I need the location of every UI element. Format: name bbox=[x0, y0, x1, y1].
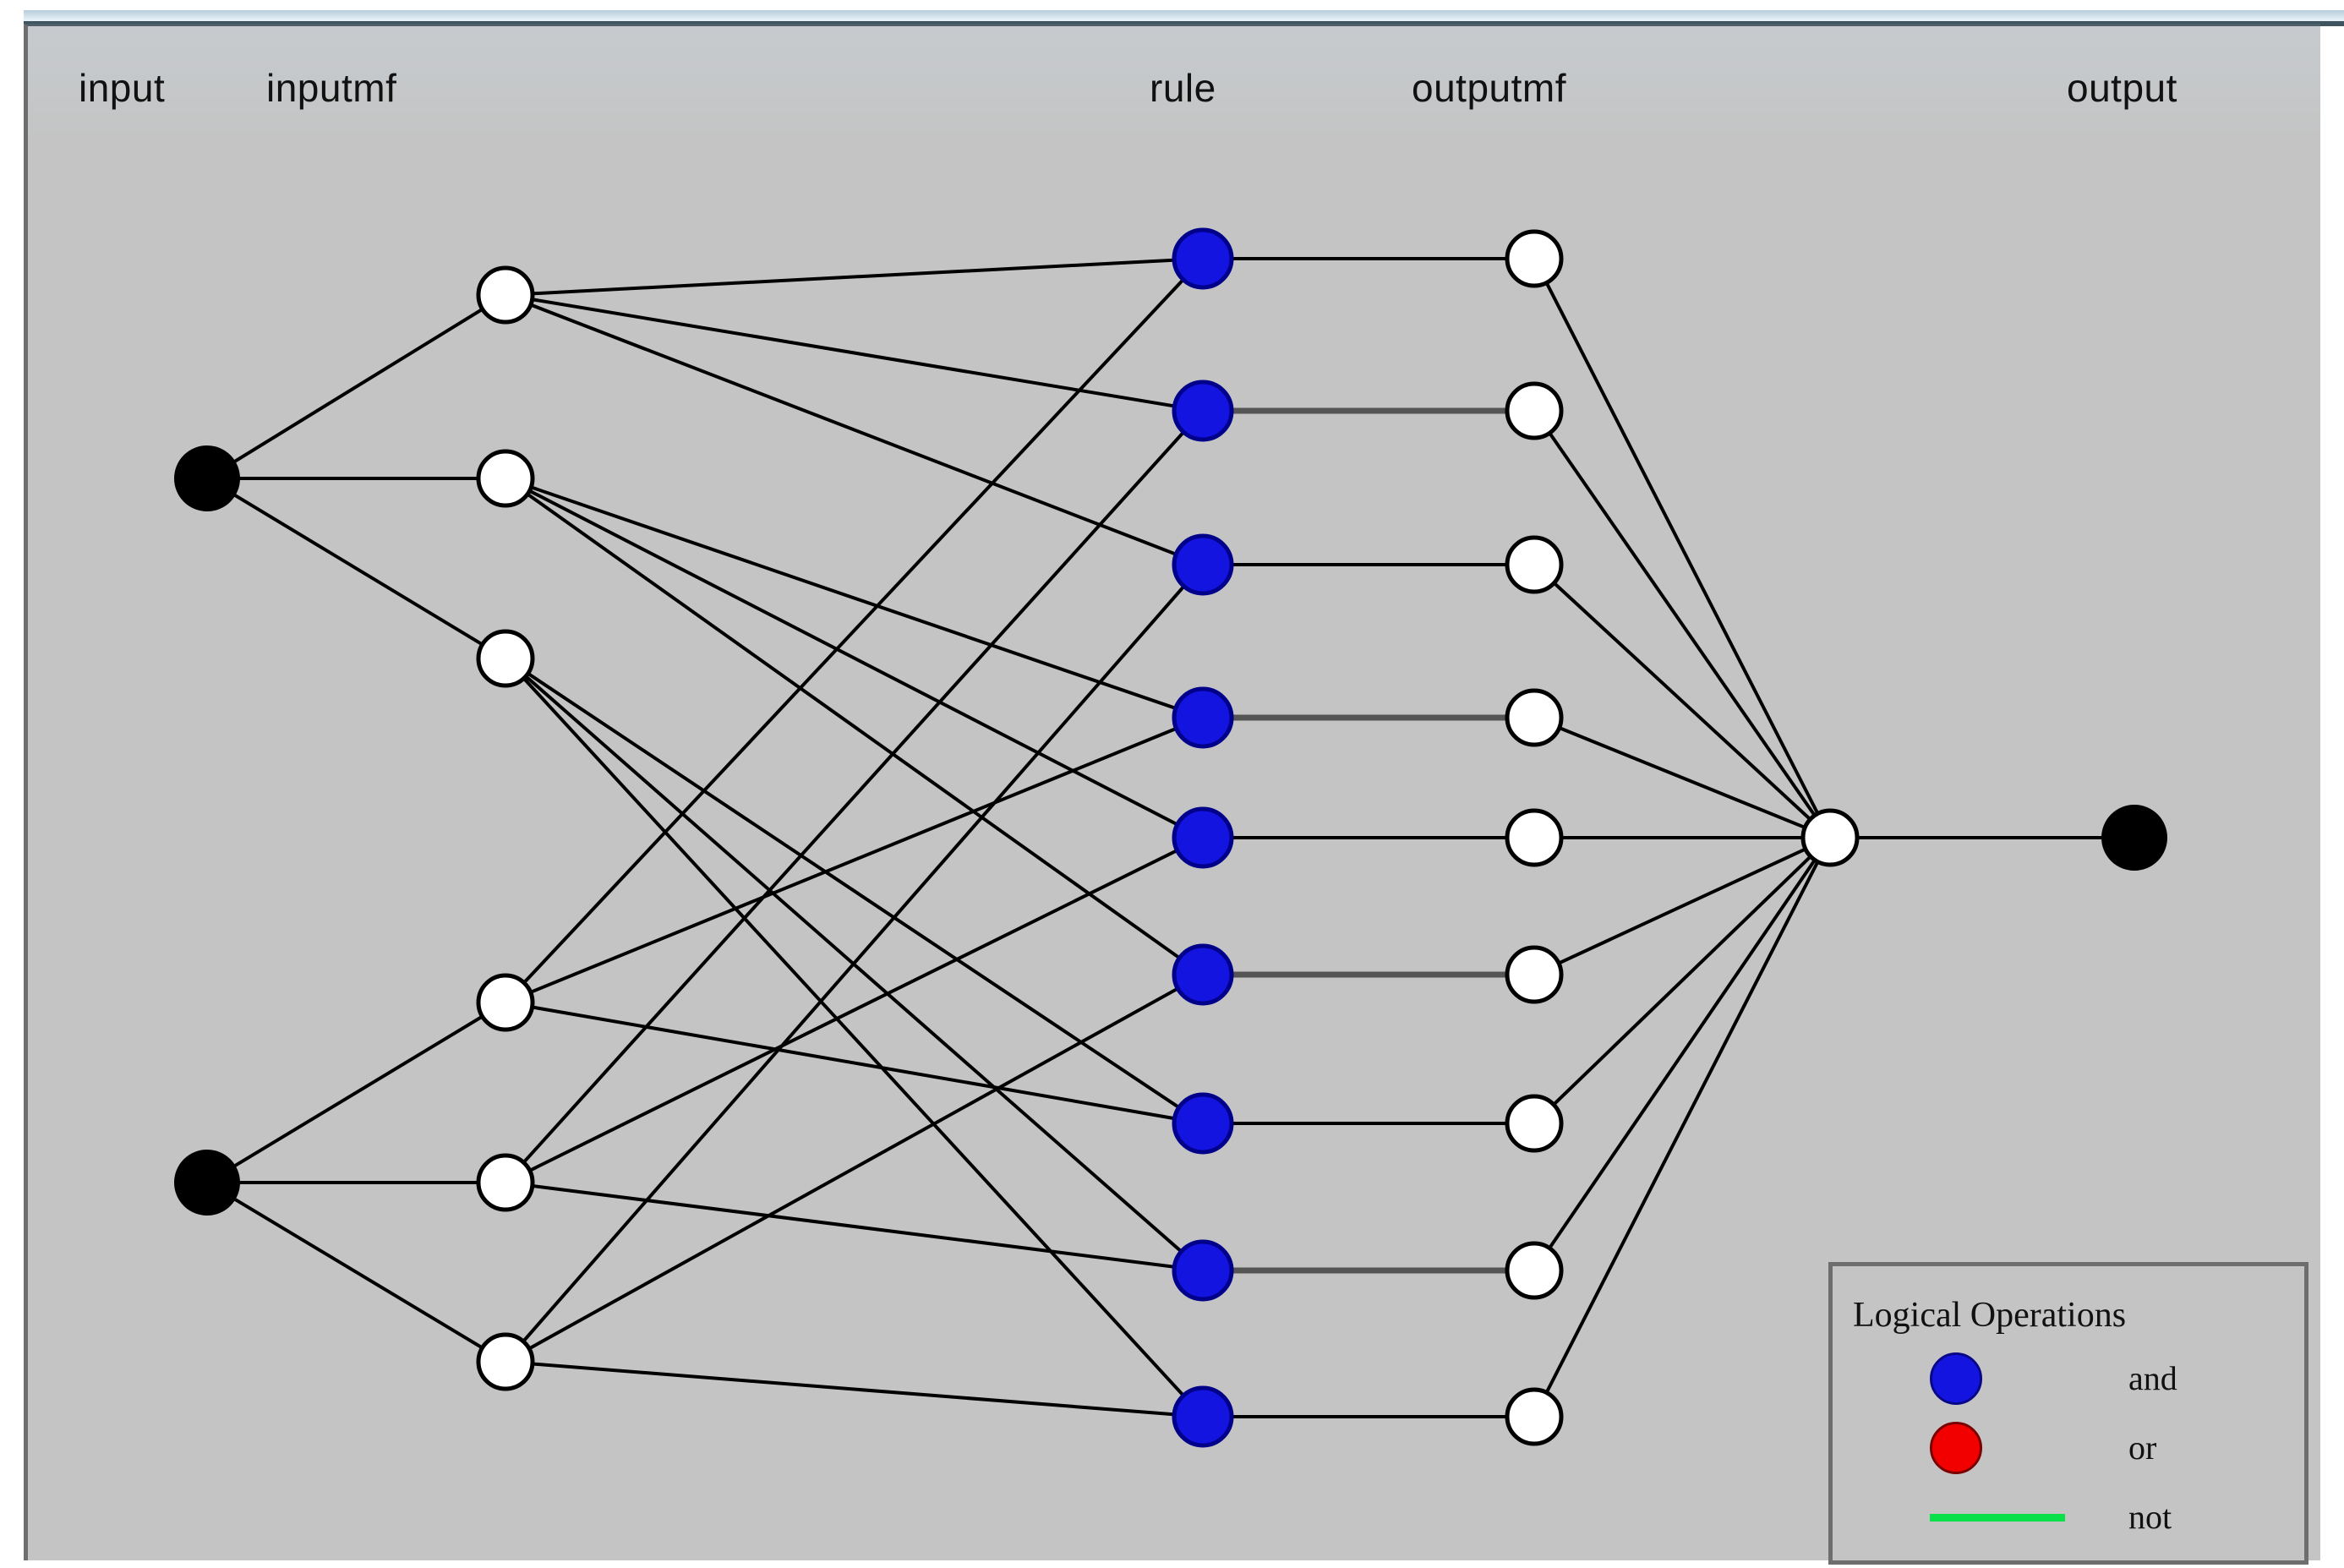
rule-node-7[interactable] bbox=[1172, 1092, 1234, 1155]
edge-inputmf-to-rule bbox=[505, 973, 1204, 1363]
window-chrome-strip bbox=[24, 10, 2344, 24]
outputmf-node-3[interactable] bbox=[1505, 535, 1564, 594]
rule-node-5[interactable] bbox=[1172, 806, 1234, 869]
input-node-1[interactable] bbox=[174, 445, 240, 511]
legend-box: Logical Operations and or bbox=[1828, 1262, 2308, 1565]
edge-inputmf-to-rule bbox=[505, 836, 1204, 1184]
rule-node-2[interactable] bbox=[1172, 380, 1234, 442]
column-label-output: output bbox=[2067, 66, 2177, 110]
outputmf-node-4[interactable] bbox=[1505, 688, 1564, 747]
fis-graph bbox=[174, 227, 2167, 1448]
inputmf-node-6[interactable] bbox=[476, 1332, 535, 1391]
edge-outputmf-to-aggregator bbox=[1533, 836, 1832, 1272]
edge-outputmf-to-aggregator bbox=[1533, 836, 1831, 976]
input-node-2[interactable] bbox=[174, 1150, 240, 1216]
edge-outputmf-to-aggregator bbox=[1533, 837, 1832, 1418]
edge-inputmf-to-rule bbox=[504, 563, 1205, 1363]
inputmf-node-1[interactable] bbox=[476, 265, 535, 325]
rule-node-3[interactable] bbox=[1172, 533, 1234, 596]
edge-outputmf-to-aggregator bbox=[1533, 836, 1832, 1125]
edge-inputmf-to-rule bbox=[505, 1360, 1204, 1418]
edge-layer bbox=[205, 257, 2134, 1418]
edge-input-to-inputmf bbox=[205, 477, 507, 660]
legend-label-not: not bbox=[2128, 1498, 2172, 1536]
edge-inputmf-to-rule bbox=[504, 257, 1205, 1004]
inputmf-node-2[interactable] bbox=[476, 449, 535, 508]
edge-input-to-inputmf bbox=[205, 293, 507, 480]
edge-outputmf-to-aggregator bbox=[1533, 563, 1832, 839]
aggregator-node[interactable] bbox=[1800, 808, 1860, 867]
edge-outputmf-to-aggregator bbox=[1533, 409, 1832, 839]
edge-inputmf-to-rule bbox=[505, 477, 1204, 719]
node-layer bbox=[174, 227, 2167, 1448]
column-label-inputmf: inputmf bbox=[266, 66, 397, 110]
rule-node-6[interactable] bbox=[1172, 943, 1234, 1006]
legend-labels: and or not bbox=[2128, 1344, 2298, 1552]
legend-row-and bbox=[1930, 1344, 2082, 1413]
edge-inputmf-to-rule bbox=[505, 1181, 1204, 1272]
legend-title: Logical Operations bbox=[1853, 1296, 2127, 1335]
edge-inputmf-to-rule bbox=[504, 657, 1205, 1125]
or-circle-icon bbox=[1930, 1422, 1982, 1474]
legend-row-or bbox=[1930, 1413, 2082, 1483]
rule-node-9[interactable] bbox=[1172, 1385, 1234, 1448]
output-node-1[interactable] bbox=[2101, 805, 2167, 871]
column-label-input: input bbox=[79, 66, 166, 110]
outputmf-node-6[interactable] bbox=[1505, 945, 1564, 1004]
edge-input-to-inputmf bbox=[205, 1001, 507, 1184]
and-circle-icon bbox=[1930, 1352, 1982, 1405]
outputmf-node-1[interactable] bbox=[1505, 229, 1564, 288]
edge-inputmf-to-rule bbox=[505, 716, 1204, 1004]
edge-outputmf-to-aggregator bbox=[1533, 716, 1831, 839]
edge-outputmf-to-aggregator bbox=[1533, 258, 1832, 839]
outputmf-node-2[interactable] bbox=[1505, 381, 1564, 440]
edge-inputmf-to-rule bbox=[505, 293, 1204, 566]
edge-inputmf-to-rule bbox=[505, 1001, 1204, 1125]
edge-input-to-inputmf bbox=[205, 1181, 507, 1363]
column-label-rule: rule bbox=[1150, 66, 1216, 110]
legend-label-and: and bbox=[2128, 1359, 2177, 1397]
outputmf-node-9[interactable] bbox=[1505, 1387, 1564, 1446]
rule-node-8[interactable] bbox=[1172, 1239, 1234, 1302]
inputmf-node-3[interactable] bbox=[476, 629, 535, 688]
inputmf-node-5[interactable] bbox=[476, 1153, 535, 1212]
edge-inputmf-to-rule bbox=[504, 409, 1205, 1184]
legend-row-not bbox=[1930, 1483, 2082, 1552]
legend-swatches bbox=[1930, 1344, 2082, 1552]
rule-node-4[interactable] bbox=[1172, 686, 1234, 749]
edge-inputmf-to-rule bbox=[505, 257, 1204, 297]
legend-label-or: or bbox=[2128, 1429, 2157, 1467]
not-line-icon bbox=[1930, 1513, 2065, 1522]
edge-inputmf-to-rule bbox=[504, 477, 1205, 976]
outputmf-node-7[interactable] bbox=[1505, 1094, 1564, 1153]
outputmf-node-8[interactable] bbox=[1505, 1241, 1564, 1300]
edge-inputmf-to-rule bbox=[505, 293, 1204, 412]
inputmf-node-4[interactable] bbox=[476, 973, 535, 1032]
diagram-panel: input inputmf rule outputmf output Logic… bbox=[24, 24, 2320, 1565]
outputmf-node-5[interactable] bbox=[1505, 808, 1564, 867]
edge-inputmf-to-rule bbox=[505, 477, 1204, 839]
edge-inputmf-to-rule bbox=[504, 657, 1205, 1418]
column-label-outputmf: outputmf bbox=[1412, 66, 1566, 110]
rule-node-1[interactable] bbox=[1172, 227, 1234, 290]
